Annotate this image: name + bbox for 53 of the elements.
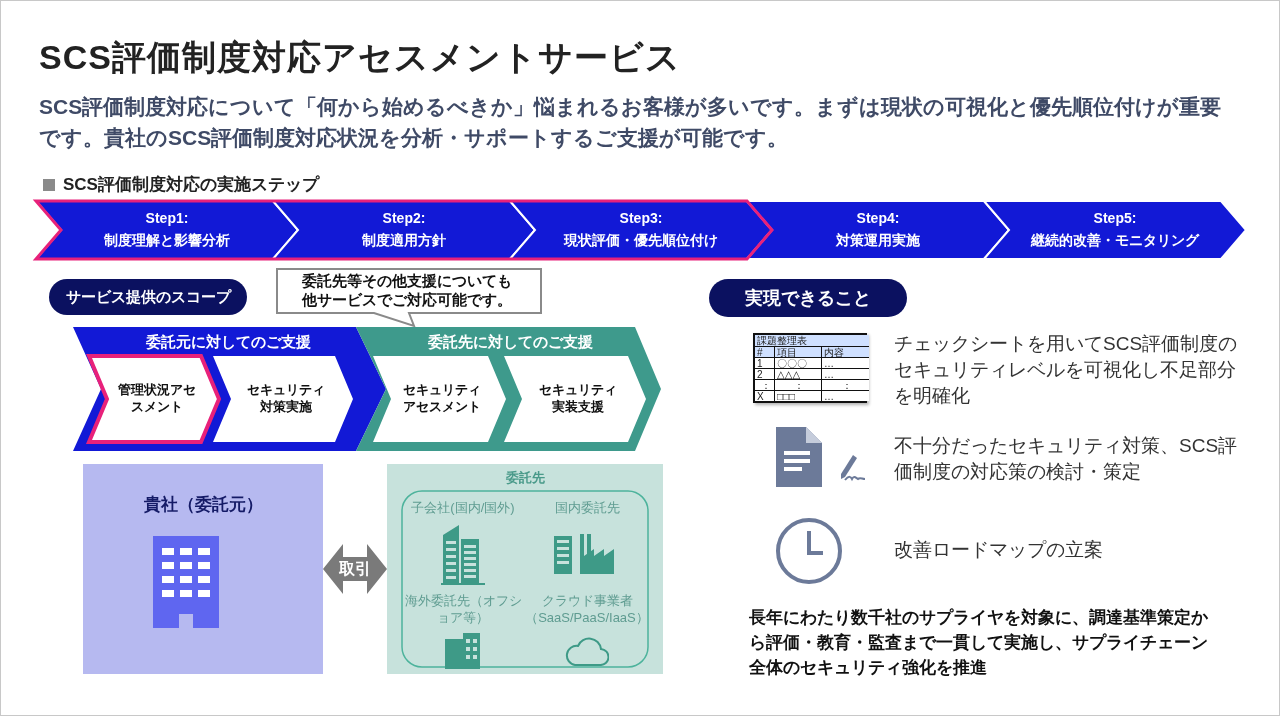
heading-pill: 実現できること bbox=[709, 279, 907, 317]
table-cell: … bbox=[822, 357, 869, 368]
service-step bbox=[213, 356, 353, 442]
benefit-text: 改善ロードマップの立案 bbox=[894, 538, 1104, 562]
scope-band bbox=[356, 327, 661, 451]
step-number: Step1: bbox=[145, 209, 189, 228]
company-panel bbox=[83, 464, 323, 674]
table-cell: … bbox=[822, 368, 869, 379]
step-number: Step4: bbox=[856, 209, 900, 228]
service-label: セキュリティ実装支援 bbox=[538, 382, 618, 416]
step-number: Step3: bbox=[619, 209, 663, 228]
process-step bbox=[36, 201, 298, 259]
summary-paragraph: 長年にわたり数千社のサプライヤを対象に、調達基準策定から評価・教育・監査まで一貫して実施し、サプライチェーン全体のセキュリティ強化を推進 bbox=[749, 607, 1209, 679]
step-title: 対策運用実施 bbox=[836, 231, 920, 250]
contractor-panel bbox=[387, 464, 663, 674]
contractor-type: クラウド事業者（SaaS/PaaS/IaaS） bbox=[525, 592, 649, 627]
table-cell: □□□ bbox=[775, 390, 822, 401]
table-cell: 課題整理表 bbox=[755, 335, 869, 346]
subtitle: SCS評価制度対応について「何から始めるべきか」悩まれるお客様が多いです。まずは現状の可視化と優先順位付けが重要です。貴社のSCS評価制度対応状況を分析・サポートするご支援が可能です。 bbox=[39, 94, 1223, 151]
contractor-type: 海外委託先（オフショア等） bbox=[403, 592, 523, 627]
service-label: 管理状況アセスメント bbox=[117, 382, 197, 416]
table-cell: ： bbox=[755, 379, 775, 390]
contractor-group-box bbox=[401, 490, 649, 668]
step-number: Step5: bbox=[1093, 209, 1137, 228]
panel-heading: 委託先 bbox=[505, 470, 545, 487]
step-title: 制度理解と影響分析 bbox=[104, 231, 230, 250]
group-heading: 委託元に対してのご支援 bbox=[146, 332, 311, 352]
benefit-text: 不十分だったセキュリティ対策、SCS評価制度の対応策の検討・策定 bbox=[894, 434, 1239, 484]
group-heading: 委託先に対してのご支援 bbox=[428, 332, 593, 352]
speech-bubble bbox=[277, 269, 541, 326]
table-cell: … bbox=[822, 390, 869, 401]
step-number: Step2: bbox=[382, 209, 426, 228]
panel-heading: 貴社（委託元） bbox=[143, 494, 263, 516]
table-cell: ： bbox=[822, 379, 869, 390]
service-step bbox=[373, 356, 506, 442]
table-cell: X bbox=[755, 390, 775, 401]
heading-pill: サービス提供のスコープ bbox=[49, 279, 247, 315]
contractor-type: 国内委託先 bbox=[554, 500, 620, 517]
step-title: 継続的改善・モニタリング bbox=[1031, 231, 1199, 250]
section-heading: SCS評価制度対応の実施ステップ bbox=[63, 174, 319, 196]
scope-band bbox=[73, 327, 386, 451]
table-cell: ： bbox=[775, 379, 822, 390]
step-title: 現状評価・優先順位付け bbox=[564, 231, 718, 250]
step-title: 制度適用方針 bbox=[362, 231, 446, 250]
service-label: セキュリティアセスメント bbox=[402, 382, 483, 416]
service-label: セキュリティ対策実施 bbox=[246, 382, 326, 416]
contractor-type: 子会社(国内/国外) bbox=[411, 500, 515, 517]
title: SCS評価制度対応アセスメントサービス bbox=[39, 37, 681, 78]
callout-text: 委託先等その他支援についても他サービスでご対応可能です。 bbox=[301, 272, 513, 310]
service-step bbox=[504, 356, 646, 442]
service-step bbox=[89, 356, 219, 442]
benefit-text: チェックシートを用いてSCS評価制度のセキュリティレベルを可視化し不足部分を明確化 bbox=[894, 332, 1239, 408]
process-step bbox=[984, 201, 1246, 259]
